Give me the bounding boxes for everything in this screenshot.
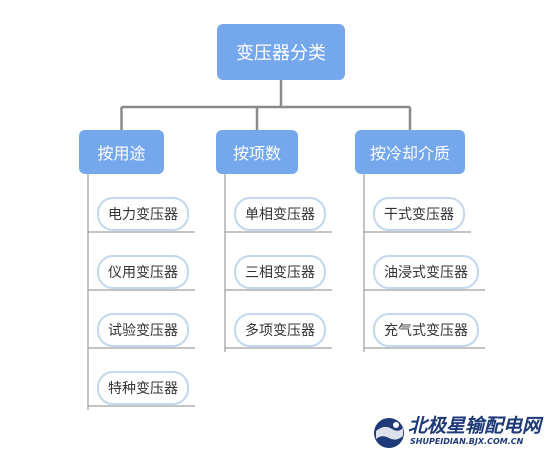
leaf-node: 三相变压器 <box>234 255 326 289</box>
leaf-node: 单相变压器 <box>234 197 326 231</box>
leaf-node: 油浸式变压器 <box>373 255 479 289</box>
leaf-node: 电力变压器 <box>97 197 189 231</box>
watermark-url: SHUPEIDIAN.BJX.COM.CN <box>410 437 524 446</box>
watermark-name: 北极星输配电网 <box>408 415 542 437</box>
leaf-node: 充气式变压器 <box>373 313 479 347</box>
category-node: 按冷却介质 <box>355 130 465 174</box>
leaf-node: 特种变压器 <box>97 371 189 405</box>
category-node: 按项数 <box>216 130 298 174</box>
leaf-node: 多项变压器 <box>234 313 326 347</box>
leaf-node: 仪用变压器 <box>97 255 189 289</box>
globe-logo-icon <box>374 418 404 448</box>
watermark-logo: 北极星输配电网 SHUPEIDIAN.BJX.COM.CN <box>372 410 547 454</box>
category-node: 按用途 <box>79 130 164 174</box>
root-node: 变压器分类 <box>217 24 345 80</box>
leaf-node: 干式变压器 <box>373 197 465 231</box>
leaf-node: 试验变压器 <box>97 313 189 347</box>
